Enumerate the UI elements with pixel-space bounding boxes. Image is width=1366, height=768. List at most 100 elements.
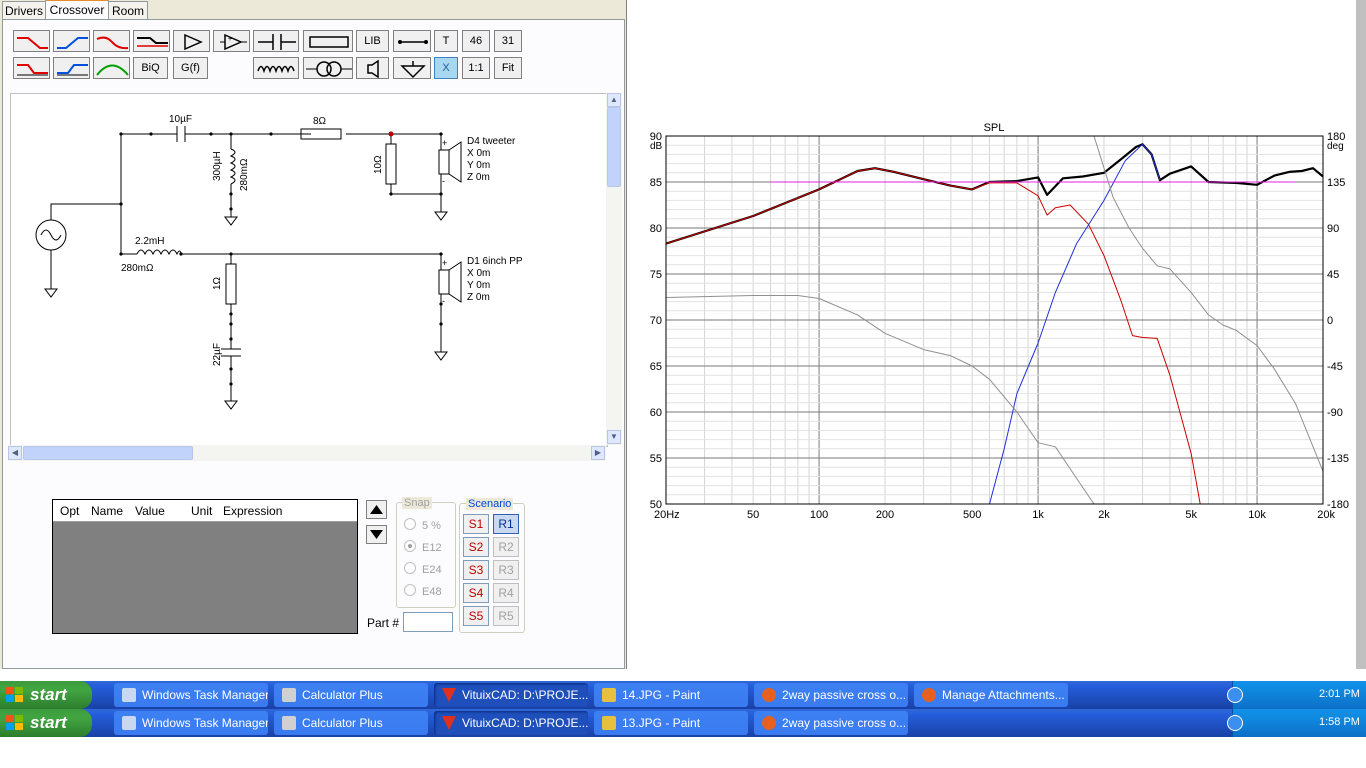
spl-chart[interactable]: SPL dB deg 90858075706560555018013590450… xyxy=(634,0,1356,669)
x-toggle-button[interactable]: X xyxy=(434,57,458,79)
task-calculator-plus[interactable]: Calculator Plus xyxy=(274,711,428,735)
text-button[interactable]: T xyxy=(434,30,458,52)
scenario-r5-button[interactable]: R5 xyxy=(493,606,519,626)
snap-e48-radio[interactable]: E48 xyxy=(404,584,442,598)
part-number-input[interactable] xyxy=(403,612,453,632)
tray-chevron-icon[interactable] xyxy=(1227,687,1243,703)
resistor-icon[interactable] xyxy=(303,30,353,52)
col-value[interactable]: Value xyxy=(135,504,165,518)
scenario-title: Scenario xyxy=(466,498,514,510)
lib-button[interactable]: LIB xyxy=(356,30,389,52)
scroll-left-icon[interactable]: ◀ xyxy=(8,446,22,460)
opamp-icon[interactable]: + xyxy=(213,30,250,52)
scenario-s2-button[interactable]: S2 xyxy=(463,537,489,557)
inductor-icon[interactable] xyxy=(253,57,299,79)
scroll-right-icon[interactable]: ▶ xyxy=(591,446,605,460)
value-31-button[interactable]: 31 xyxy=(494,30,522,52)
task-calculator-plus[interactable]: Calculator Plus xyxy=(274,683,428,707)
scenario-s3-button[interactable]: S3 xyxy=(463,560,489,580)
scenario-s1-button[interactable]: S1 xyxy=(463,514,489,534)
scenario-r4-button[interactable]: R4 xyxy=(493,583,519,603)
highpass-1st-icon[interactable] xyxy=(53,30,90,52)
buffer-icon[interactable] xyxy=(173,30,210,52)
hscroll-thumb[interactable] xyxy=(23,446,193,460)
value-46-button[interactable]: 46 xyxy=(462,30,490,52)
fit-button[interactable]: Fit xyxy=(494,57,522,79)
cap-10uf-label: 10µF xyxy=(169,114,192,125)
task-vituixcad[interactable]: VituixCAD: D:\PROJE... xyxy=(434,683,588,707)
move-down-button[interactable] xyxy=(366,525,387,544)
tweeter-z: Z 0m xyxy=(467,172,490,183)
snap-5pct-radio[interactable]: 5 % xyxy=(404,518,441,532)
series-line-5 xyxy=(1093,136,1323,472)
scenario-r2-button[interactable]: R2 xyxy=(493,537,519,557)
task-paint[interactable]: 14.JPG - Paint xyxy=(594,683,748,707)
gf-button[interactable]: G(f) xyxy=(173,57,208,79)
start-button[interactable]: start xyxy=(0,681,92,709)
wire-icon[interactable] xyxy=(393,30,431,52)
tray-icons[interactable] xyxy=(1249,715,1297,729)
biq-button[interactable]: BiQ xyxy=(133,57,168,79)
task-firefox-crossover[interactable]: 2way passive cross o... xyxy=(754,711,908,735)
taskbar-bottom: start Windows Task Manager Calculator Pl… xyxy=(0,709,1366,737)
task-windows-task-manager[interactable]: Windows Task Manager xyxy=(114,683,268,707)
y-tick-label: 60 xyxy=(650,407,662,419)
tray-icons[interactable] xyxy=(1249,687,1297,701)
move-up-button[interactable] xyxy=(366,500,387,519)
tray-chevron-icon[interactable] xyxy=(1227,715,1243,731)
firefox-icon xyxy=(762,688,776,702)
task-windows-task-manager[interactable]: Windows Task Manager xyxy=(114,711,268,735)
chart-ticks: 90858075706560555018013590450-45-90-135-… xyxy=(650,131,1349,521)
scenario-s5-button[interactable]: S5 xyxy=(463,606,489,626)
task-paint[interactable]: 13.JPG - Paint xyxy=(594,711,748,735)
clock[interactable]: 2:01 PM xyxy=(1319,688,1360,700)
scroll-down-icon[interactable]: ▼ xyxy=(607,430,621,444)
tab-drivers[interactable]: Drivers xyxy=(2,1,46,20)
shelf-step-icon[interactable] xyxy=(133,30,170,52)
task-firefox-crossover[interactable]: 2way passive cross o... xyxy=(754,683,908,707)
system-tray: 1:58 PM xyxy=(1227,709,1366,737)
tab-crossover[interactable]: Crossover xyxy=(45,0,109,22)
scroll-up-icon[interactable]: ▲ xyxy=(607,93,621,107)
ind-2mh-res-label: 280mΩ xyxy=(121,263,154,274)
col-unit[interactable]: Unit xyxy=(191,504,213,518)
taskbar-top: start Windows Task Manager Calculator Pl… xyxy=(0,681,1366,709)
start-button[interactable]: start xyxy=(0,709,92,737)
svg-text:+: + xyxy=(228,36,232,43)
speaker-icon[interactable] xyxy=(356,57,389,79)
highpass-2nd-icon[interactable] xyxy=(53,57,90,79)
schematic-vscrollbar[interactable]: ▲ ▼ xyxy=(606,93,622,445)
snap-e12-radio[interactable]: E12 xyxy=(404,540,442,554)
vscroll-thumb[interactable] xyxy=(607,107,621,187)
zoom-1to1-button[interactable]: 1:1 xyxy=(462,57,490,79)
scenario-r1-button[interactable]: R1 xyxy=(493,514,519,534)
transformer-icon[interactable] xyxy=(303,57,353,79)
capacitor-icon[interactable] xyxy=(253,30,299,52)
task-vituixcad[interactable]: VituixCAD: D:\PROJE... xyxy=(434,711,588,735)
lowpass-2nd-icon[interactable] xyxy=(13,57,50,79)
ground-icon[interactable] xyxy=(393,57,431,79)
scenario-s4-button[interactable]: S4 xyxy=(463,583,489,603)
col-name[interactable]: Name xyxy=(91,504,124,518)
chart-frame xyxy=(665,135,1324,505)
col-expression[interactable]: Expression xyxy=(223,504,283,518)
snap-e24-radio[interactable]: E24 xyxy=(404,562,442,576)
chart-grid xyxy=(665,135,1324,505)
schematic-hscrollbar[interactable]: ◀ ▶ xyxy=(8,445,606,461)
col-opt[interactable]: Opt xyxy=(60,504,80,518)
task-firefox-attachments[interactable]: Manage Attachments... xyxy=(914,683,1068,707)
schematic-canvas[interactable]: 10µF 8Ω 300µH 280mΩ 10Ω D4 tweeter X 0m … xyxy=(10,93,608,447)
lowpass-shelf-icon[interactable] xyxy=(93,30,130,52)
chart-title: SPL xyxy=(984,122,1005,134)
x-tick-label: 500 xyxy=(963,509,981,521)
window-edge xyxy=(1356,0,1366,669)
ind-2mh-label: 2.2mH xyxy=(135,236,164,247)
tab-room[interactable]: Room xyxy=(108,1,148,20)
parts-grid[interactable]: Opt Name Value Unit Expression xyxy=(52,499,358,634)
scenario-r3-button[interactable]: R3 xyxy=(493,560,519,580)
lowpass-1st-icon[interactable] xyxy=(13,30,50,52)
series-line-1 xyxy=(666,167,1201,504)
bandpass-icon[interactable] xyxy=(93,57,130,79)
y2-tick-label: 45 xyxy=(1327,269,1339,281)
clock[interactable]: 1:58 PM xyxy=(1319,716,1360,728)
